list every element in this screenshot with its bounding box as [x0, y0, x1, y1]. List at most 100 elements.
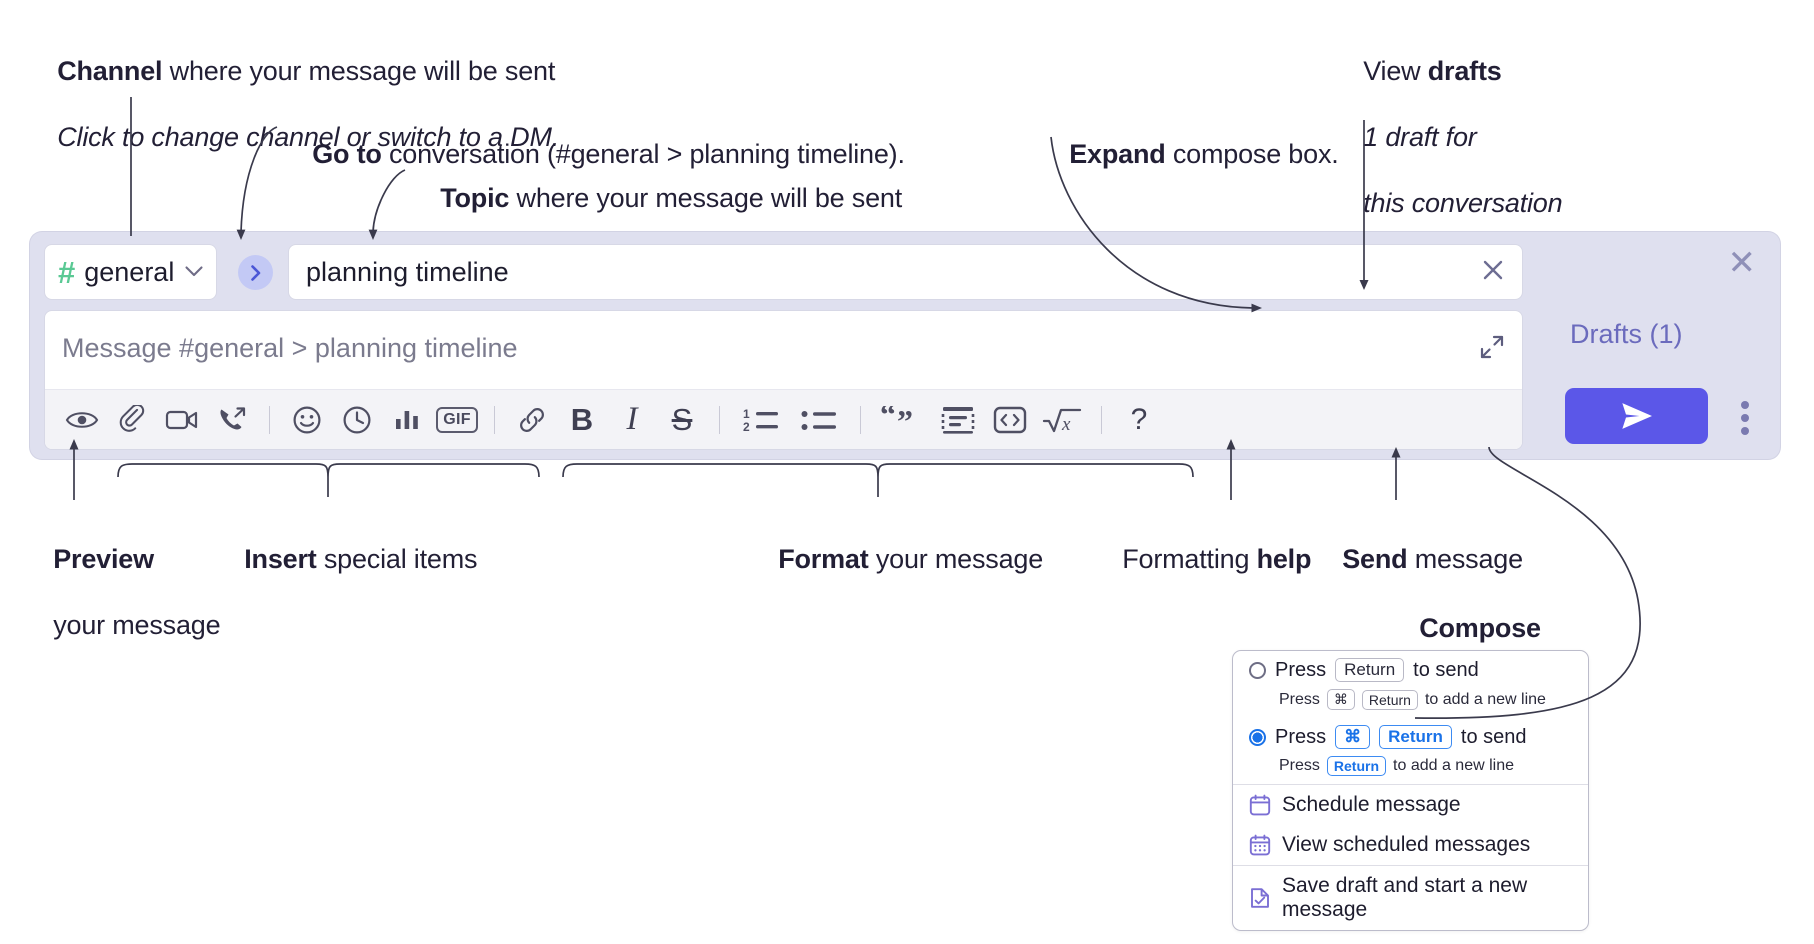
- goto-conversation-button[interactable]: [238, 255, 273, 290]
- channel-name: general: [84, 256, 175, 287]
- clock-icon[interactable]: [332, 396, 382, 444]
- channel-selector[interactable]: # general: [44, 244, 217, 300]
- annotation-goto: Go to conversation (#general > planning …: [283, 105, 905, 204]
- annotation-goto-bold: Go to: [312, 138, 382, 169]
- annotation-formatting-help: Formatting help: [1093, 510, 1311, 609]
- option1-sub-key-cmd: ⌘: [1326, 689, 1355, 710]
- square-root-glyph: x: [1042, 408, 1082, 435]
- toolbar-divider: [719, 405, 720, 434]
- blockquote-icon[interactable]: “ ”: [873, 396, 931, 444]
- preview-icon[interactable]: [57, 396, 107, 444]
- paperclip-glyph: [119, 404, 145, 432]
- annotation-drafts-sub2: this conversation: [1363, 187, 1563, 218]
- menu-radio-option-cmd-return-sub: Press Return to add a new line: [1233, 756, 1588, 784]
- italic-icon[interactable]: I: [607, 396, 657, 444]
- annotation-topic-rest: where your message will be sent: [509, 182, 903, 213]
- gif-icon[interactable]: GIF: [432, 396, 482, 444]
- math-icon[interactable]: x: [1035, 396, 1089, 444]
- message-placeholder: Message #general > planning timeline: [62, 333, 518, 363]
- radio-unselected-icon: [1249, 661, 1266, 679]
- annotation-format-bold: Format: [778, 543, 869, 574]
- phone-arrow-glyph: [220, 406, 246, 429]
- help-icon[interactable]: ?: [1114, 396, 1164, 444]
- annotation-send-rest: message: [1407, 543, 1523, 574]
- code-block-glyph: [941, 406, 975, 434]
- dot-icon: [1741, 414, 1749, 422]
- toolbar-divider: [269, 405, 270, 434]
- menu-item-view-scheduled-messages[interactable]: View scheduled messages: [1233, 825, 1588, 865]
- option2-tail: to send: [1460, 725, 1527, 748]
- bulleted-list-glyph: [801, 410, 836, 430]
- calendar-icon: [1249, 794, 1271, 816]
- annotation-insert-bold: Insert: [244, 543, 317, 574]
- bold-icon[interactable]: B: [557, 396, 607, 444]
- option1-sub-tail: to add a new line: [1424, 690, 1546, 708]
- expand-icon[interactable]: [1478, 333, 1506, 361]
- annotation-compose-bold1: Compose: [1419, 613, 1541, 644]
- brace-format: [562, 463, 1194, 478]
- annotation-expand-bold: Expand: [1069, 138, 1166, 169]
- annotation-send-bold: Send: [1342, 543, 1408, 574]
- annotation-preview-bold: Preview: [53, 543, 154, 574]
- annotation-format-rest: your message: [868, 543, 1044, 574]
- option2-press: Press: [1275, 725, 1327, 748]
- link-icon[interactable]: [507, 396, 557, 444]
- menu-item-save-draft[interactable]: Save draft and start a new message: [1233, 866, 1588, 930]
- annotation-channel-rest: where your message will be sent: [162, 55, 556, 86]
- option1-key-return: Return: [1335, 658, 1405, 682]
- menu-item-label: Schedule message: [1282, 793, 1461, 816]
- eye-glyph: [65, 411, 99, 428]
- topic-value: planning timeline: [306, 256, 509, 287]
- inline-code-icon[interactable]: [985, 396, 1035, 444]
- code-block-icon[interactable]: [931, 396, 985, 444]
- compose-options-button[interactable]: [1730, 398, 1760, 438]
- menu-divider: [1233, 865, 1588, 866]
- message-input-area[interactable]: Message #general > planning timeline: [44, 310, 1523, 450]
- ordered-list-icon[interactable]: 1 2: [732, 396, 790, 444]
- send-button[interactable]: [1565, 388, 1708, 444]
- menu-radio-option-return[interactable]: Press Return to send: [1233, 651, 1588, 689]
- annotation-preview: Preview your message: [24, 510, 220, 675]
- menu-radio-option-return-sub: Press ⌘ Return to add a new line: [1233, 689, 1588, 718]
- bulleted-list-icon[interactable]: [790, 396, 848, 444]
- attachment-icon[interactable]: [107, 396, 157, 444]
- smiley-glyph: [293, 406, 321, 433]
- expand-arrows-glyph: [1480, 335, 1504, 359]
- svg-text:2: 2: [743, 420, 750, 434]
- close-icon[interactable]: ✕: [1727, 244, 1757, 282]
- chevron-down-icon: [185, 262, 203, 282]
- annotation-drafts-bold: drafts: [1427, 55, 1502, 86]
- italic-label: I: [626, 401, 638, 437]
- strikethrough-icon[interactable]: S: [657, 396, 707, 444]
- compose-panel: ✕ Drafts (1) # general: [30, 232, 1780, 459]
- menu-radio-option-cmd-return[interactable]: Press ⌘ Return to send: [1233, 718, 1588, 756]
- drafts-link[interactable]: Drafts (1): [1570, 319, 1683, 349]
- gif-label: GIF: [436, 406, 478, 433]
- annotation-topic: Topic where your message will be sent: [411, 149, 902, 248]
- compose-inner: # general planning timeline: [44, 244, 1523, 450]
- annotation-expand: Expand compose box.: [1040, 105, 1339, 204]
- annotation-goto-rest: conversation (#general > planning timeli…: [381, 138, 905, 169]
- calendar-grid-icon: [1249, 834, 1271, 856]
- annotation-drafts-sub1: 1 draft for: [1363, 121, 1477, 152]
- option2-sub-press: Press: [1279, 757, 1320, 774]
- audio-call-icon[interactable]: [207, 396, 257, 444]
- svg-text:1: 1: [743, 407, 750, 421]
- annotation-format: Format your message: [749, 510, 1043, 609]
- option1-tail: to send: [1413, 658, 1479, 681]
- menu-item-schedule-message[interactable]: Schedule message: [1233, 785, 1588, 825]
- dot-icon: [1741, 401, 1749, 409]
- quote-marks-glyph: “ ”: [881, 406, 913, 434]
- clear-topic-icon[interactable]: [1478, 255, 1508, 290]
- emoji-icon[interactable]: [282, 396, 332, 444]
- hash-icon: #: [58, 254, 76, 290]
- poll-icon[interactable]: [382, 396, 432, 444]
- video-icon[interactable]: [157, 396, 207, 444]
- dot-icon: [1741, 427, 1749, 435]
- video-camera-glyph: [165, 410, 198, 429]
- save-draft-icon: [1251, 888, 1269, 908]
- option1-sub-key-return: Return: [1361, 689, 1418, 710]
- annotation-drafts-lead: View: [1363, 55, 1428, 86]
- topic-field[interactable]: planning timeline: [288, 244, 1523, 300]
